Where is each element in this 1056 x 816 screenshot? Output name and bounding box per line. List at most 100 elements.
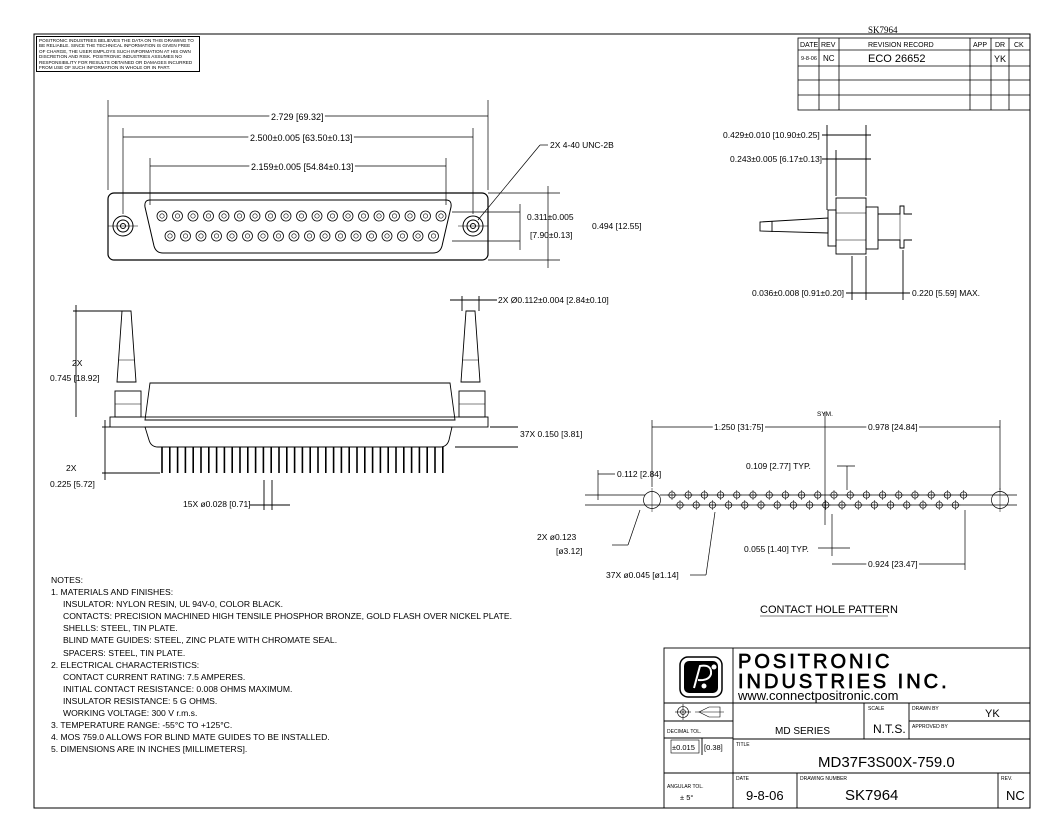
front-contact-hole <box>273 230 284 242</box>
note-1-spacers: SPACERS: STEEL, TIN PLATE. <box>63 647 186 658</box>
front-contact-socket <box>368 233 374 239</box>
front-contact-socket <box>415 233 421 239</box>
front-contact-socket <box>237 213 243 219</box>
front-contact-socket <box>353 233 359 239</box>
note-1-shells: SHELLS: STEEL, TIN PLATE. <box>63 623 178 634</box>
dim-side-d: 0.220 [5.59] MAX. <box>912 288 980 298</box>
front-contact-socket <box>260 233 266 239</box>
dim-guide-len: 0.745 [18.92] <box>50 373 100 383</box>
rev-dr: YK <box>994 54 1006 64</box>
front-contact-hole <box>381 230 393 242</box>
front-contact-hole <box>296 210 307 222</box>
tb-scale: N.T.S. <box>873 722 906 736</box>
tb-angular-tol: ± 5° <box>680 793 693 802</box>
note-3: 3. TEMPERATURE RANGE: -55°C TO +125°C. <box>51 720 233 731</box>
tb-drawing-number-label: DRAWING NUMBER <box>800 776 847 782</box>
tb-drawing-number: SK7964 <box>845 787 898 804</box>
front-contact-hole <box>397 230 408 242</box>
front-contact-hole <box>164 230 176 242</box>
tb-approved-by-label: APPROVED BY <box>912 724 949 730</box>
front-contact-socket <box>345 213 351 219</box>
front-contact-hole <box>156 210 168 222</box>
hp-caption: CONTACT HOLE PATTERN <box>760 604 898 616</box>
front-contact-hole <box>311 210 323 222</box>
dim-height: 0.494 [12.55] <box>592 221 642 231</box>
front-contact-socket <box>245 233 251 239</box>
front-contact-hole <box>428 230 439 242</box>
tb-rev-label: REV. <box>1001 776 1012 782</box>
company-name-line2: INDUSTRIES INC. <box>738 671 950 693</box>
front-contact-socket <box>329 213 335 219</box>
sheet-number: SK7964 <box>868 25 898 35</box>
rev-date: 9-8-06 <box>801 56 817 62</box>
rev-header-app: APP <box>973 42 987 49</box>
tb-decimal-tol-label: DECIMAL TOL. <box>667 729 701 735</box>
front-contact-hole <box>435 210 447 222</box>
hp-dim-offset: 0.112 [2.84] <box>617 469 661 479</box>
front-contact-hole <box>420 210 431 222</box>
dim-side-b: 0.243±0.005 [6.17±0.13] <box>730 154 822 164</box>
dim-guide-dia: 2X Ø0.112±0.004 [2.84±0.10] <box>498 295 609 305</box>
hp-pitch-a: 0.109 [2.77] TYP. <box>746 461 811 471</box>
front-contact-socket <box>159 213 165 219</box>
front-contact-socket <box>252 213 258 219</box>
front-dsub-insert <box>144 199 452 254</box>
front-contact-hole <box>358 210 369 222</box>
front-contact-socket <box>322 233 328 239</box>
hp-hole-dia: 37X ø0.045 [ø1.14] <box>606 570 679 580</box>
front-contact-hole <box>404 210 416 222</box>
tb-date: 9-8-06 <box>746 788 784 803</box>
front-contact-socket <box>214 233 220 239</box>
front-shell <box>107 192 489 261</box>
front-contact-hole <box>350 230 362 242</box>
front-contact-hole <box>327 210 338 222</box>
front-contact-hole <box>280 210 292 222</box>
projection-symbol-icon <box>675 704 724 720</box>
note-2-insulation: INSULATOR RESISTANCE: 5 G OHMS. <box>63 695 218 706</box>
front-contact-hole <box>366 230 377 242</box>
rev-rev: NC <box>823 54 835 63</box>
dim-side-a: 0.429±0.010 [10.90±0.25] <box>723 130 820 140</box>
front-contact-socket <box>438 213 444 219</box>
front-contact-socket <box>384 233 390 239</box>
front-contact-socket <box>399 233 405 239</box>
front-contact-socket <box>360 213 366 219</box>
front-contact-socket <box>298 213 304 219</box>
front-contact-socket <box>175 213 181 219</box>
front-contact-socket <box>306 233 312 239</box>
rev-header-record: REVISION RECORD <box>868 42 934 49</box>
tb-scale-label: SCALE <box>868 706 885 712</box>
front-contact-hole <box>211 230 222 242</box>
front-contact-hole <box>249 210 261 222</box>
front-contact-socket <box>291 233 297 239</box>
tb-date-label: DATE <box>736 776 750 782</box>
tb-decimal-tol-mm: [0.38] <box>704 743 723 752</box>
front-contact-hole <box>319 230 331 242</box>
hp-dim-right: 0.978 [24.84] <box>868 422 918 432</box>
front-contact-hole <box>373 210 385 222</box>
dim-row-spacing-mm: [7.90±0.13] <box>530 230 572 240</box>
front-contact-socket <box>198 233 204 239</box>
dim-contact-dia: 15X ø0.028 [0.71] <box>183 499 251 509</box>
note-2-resistance: INITIAL CONTACT RESISTANCE: 0.008 OHMS M… <box>63 683 293 694</box>
front-contact-hole <box>172 210 183 222</box>
hp-sym: SYM. <box>817 411 833 418</box>
notes-heading: NOTES: <box>51 575 83 585</box>
disclaimer-text: POSITRONIC INDUSTRIES BELIEVES THE DATA … <box>36 36 200 73</box>
note-1: 1. MATERIALS AND FINISHES: <box>51 587 174 598</box>
dim-mount-spacing: 2.500±0.005 [63.50±0.13] <box>250 133 352 143</box>
title-block <box>663 647 1031 809</box>
note-2-voltage: WORKING VOLTAGE: 300 V r.m.s. <box>63 708 198 719</box>
notes-block: NOTES: 1. MATERIALS AND FINISHES: INSULA… <box>51 574 512 755</box>
note-1-contacts: CONTACTS: PRECISION MACHINED HIGH TENSIL… <box>63 611 513 622</box>
dim-row-spacing: 0.311±0.005 <box>527 212 574 222</box>
front-contact-socket <box>275 233 281 239</box>
front-contact-socket <box>167 233 173 239</box>
company-url: www.connectpositronic.com <box>737 688 898 703</box>
bottom-contact-tails <box>161 447 444 473</box>
front-contact-hole <box>412 230 424 242</box>
front-contact-hole <box>226 230 238 242</box>
hp-mount-mm: [ø3.12] <box>556 546 582 556</box>
bottom-view <box>73 296 518 510</box>
